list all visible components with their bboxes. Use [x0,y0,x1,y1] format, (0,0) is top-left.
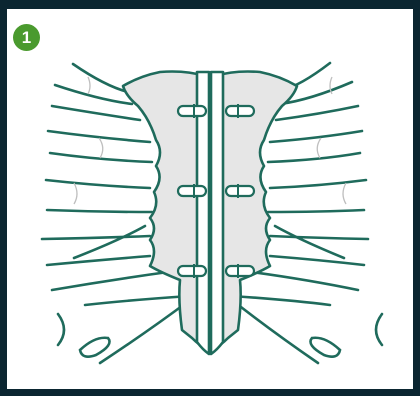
left-rib-9 [47,256,150,265]
right-rib-10 [252,272,358,290]
left-rib-2 [55,85,132,104]
right-rib-7 [268,210,364,212]
left-rib-6 [46,180,150,188]
right-lower-line-3 [232,300,318,363]
right-lower-line-1 [275,226,344,258]
left-rib-10 [52,272,168,290]
left-lower-line-4 [58,314,64,345]
left-lower-line-1 [74,226,145,258]
left-rib-8 [42,236,150,239]
right-screw-2 [226,186,254,196]
right-lower-line-4 [376,314,382,345]
left-rib-7 [47,210,152,212]
right-fixation-plate [211,72,223,354]
right-rib-4 [270,131,362,142]
left-rib-4 [48,131,150,142]
right-lower-line-2 [232,296,330,305]
right-rib-3 [276,106,358,120]
right-screw-3 [226,266,254,276]
right-rib-9 [270,256,364,265]
left-screw-2 [178,186,206,196]
left-screw-3 [178,266,206,276]
right-rib-8 [270,236,368,239]
left-lower-line-3 [100,300,190,363]
left-ellipse-rib [80,338,110,357]
step-number-badge: 1 [13,24,40,51]
right-rib-6 [270,180,366,188]
right-ellipse-rib [311,338,341,357]
left-screw-1 [178,106,206,116]
left-rib-3 [52,106,140,120]
right-screw-1 [226,106,254,116]
left-rib-1 [73,64,128,92]
right-rib-5 [268,153,360,162]
left-lower-line-2 [85,296,190,305]
